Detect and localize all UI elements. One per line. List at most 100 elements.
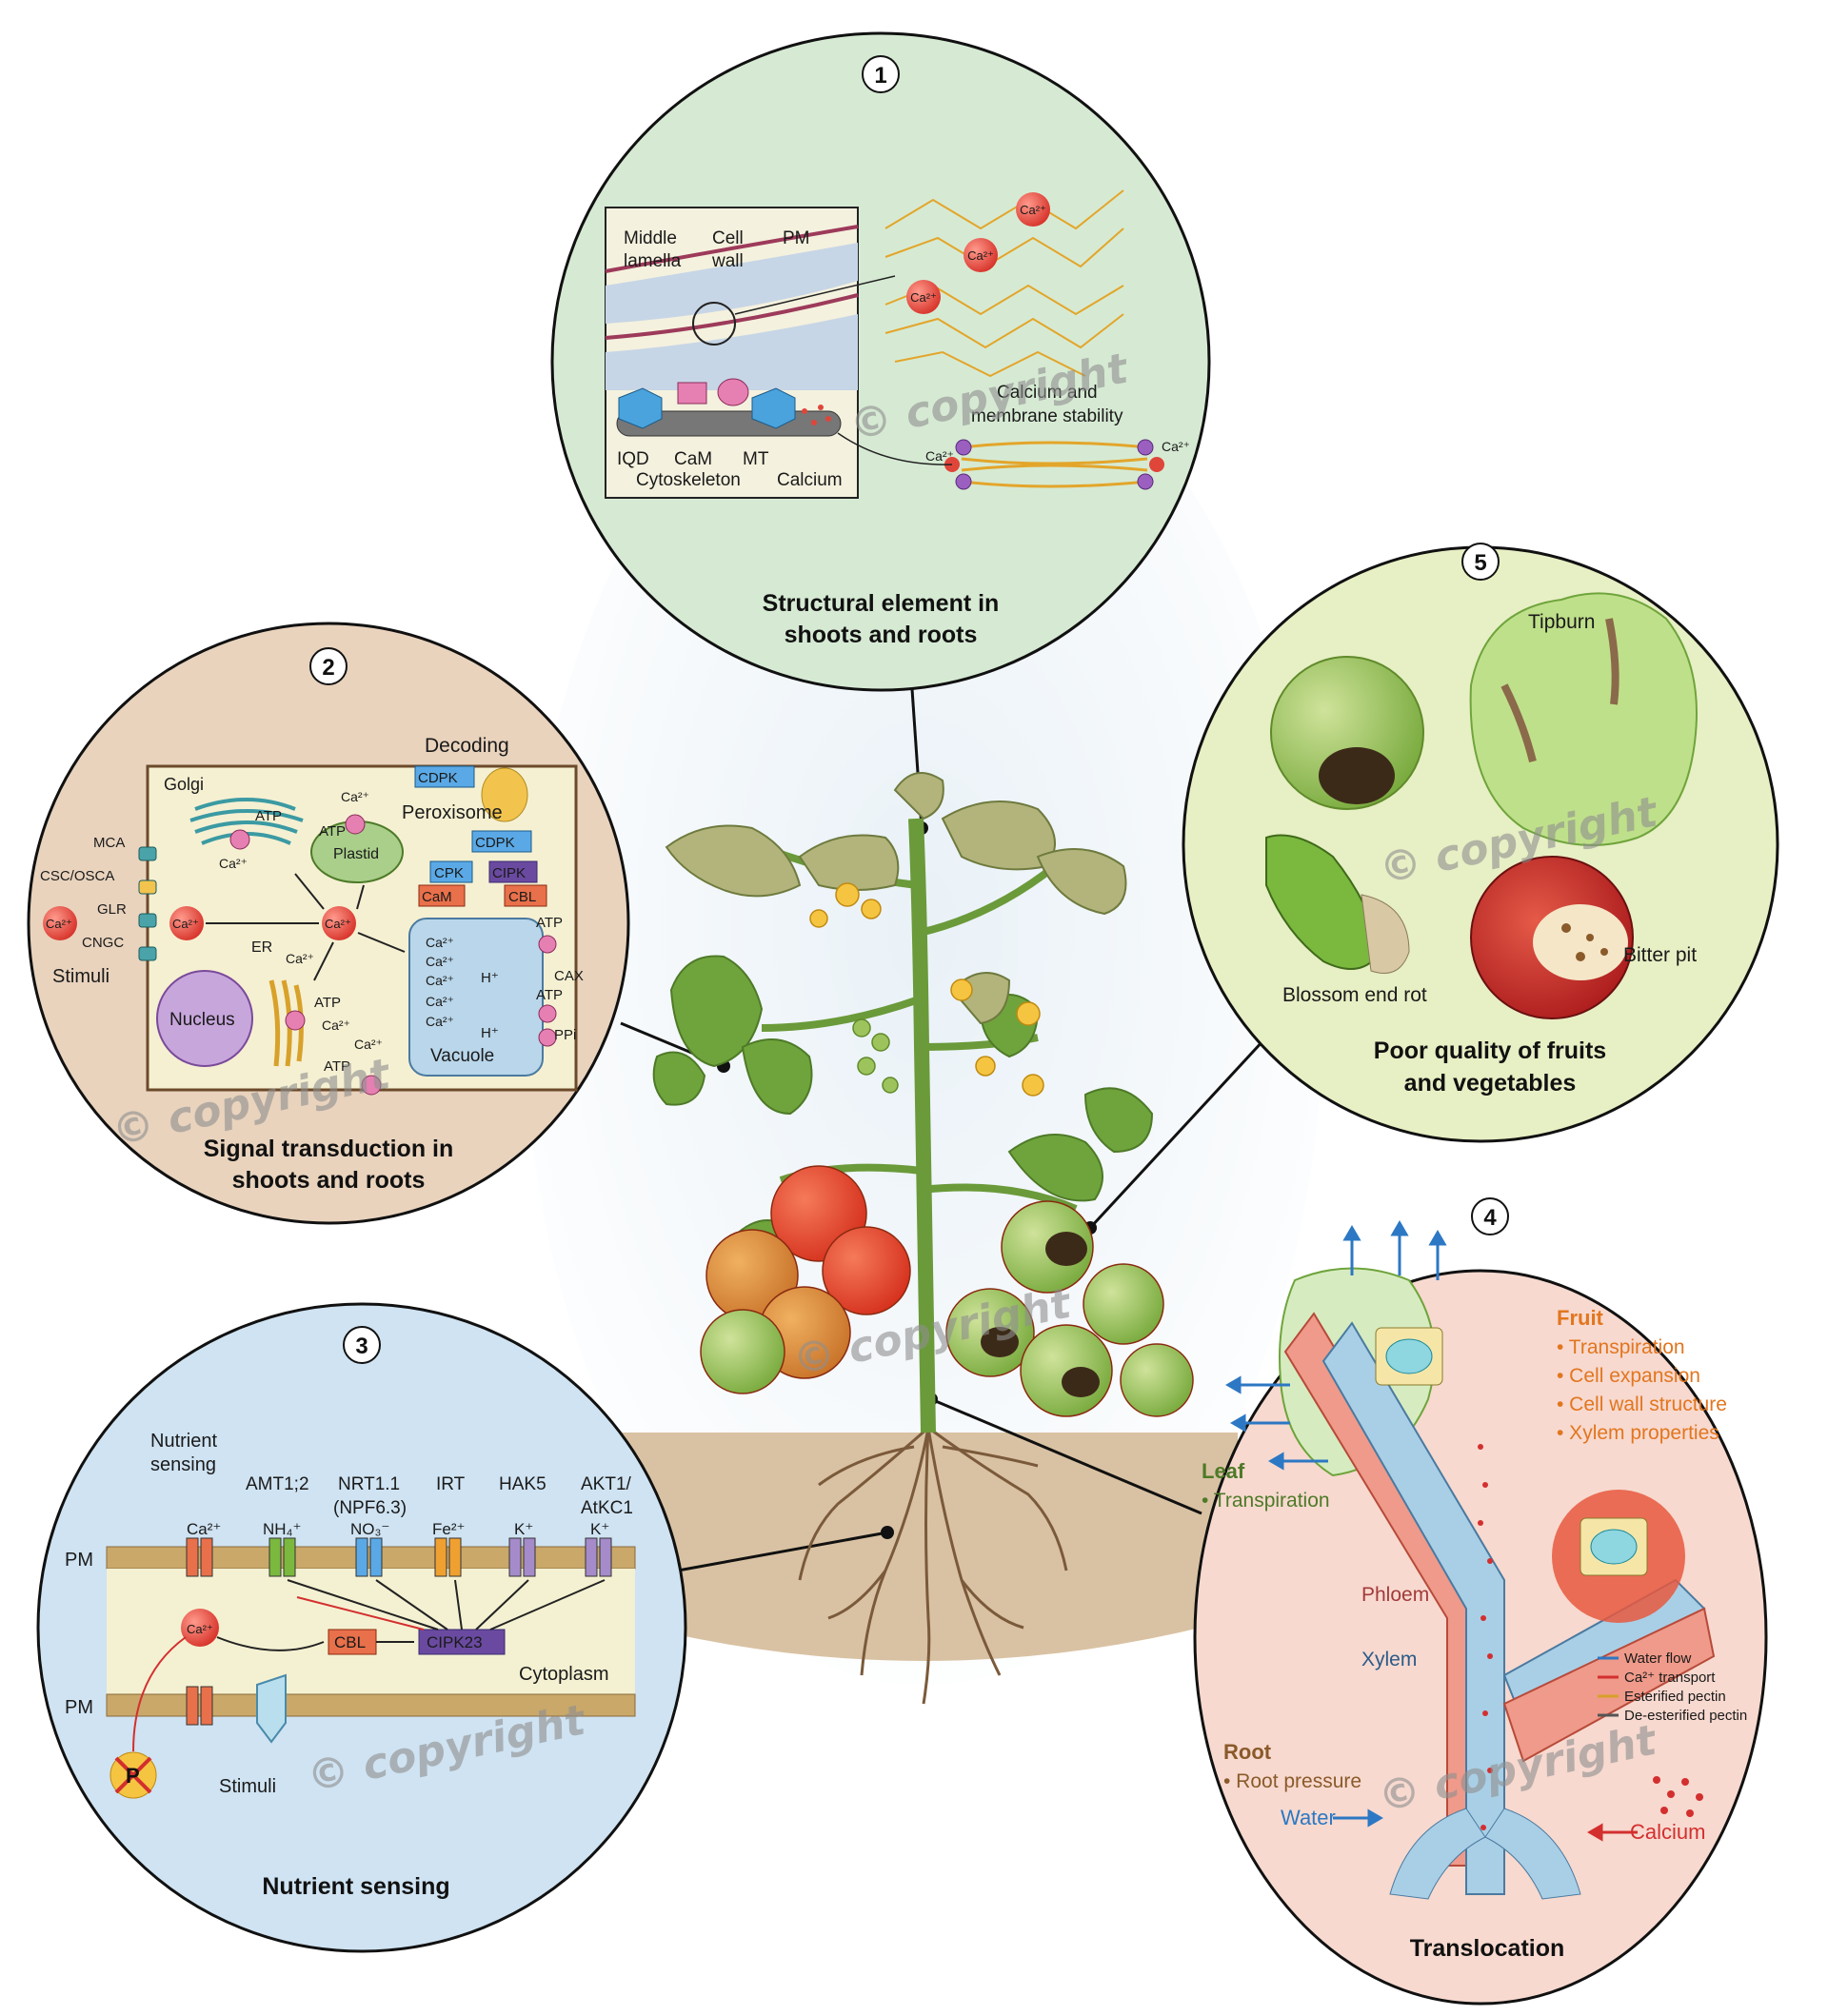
- label-cpk: CPK: [434, 865, 464, 881]
- label-ca: Ca²⁺: [426, 1014, 454, 1029]
- label-atp: ATP: [536, 987, 563, 1003]
- label-membrane_stability: membrane stability: [971, 406, 1123, 426]
- label-r1: • Root pressure: [1223, 1770, 1361, 1792]
- label-npf: (NPF6.3): [333, 1498, 407, 1518]
- label-ca: Ca²⁺: [354, 1037, 383, 1052]
- label-atp: ATP: [255, 808, 282, 824]
- label-ca: Ca²⁺: [1020, 203, 1046, 217]
- label-mt: MT: [743, 449, 769, 469]
- label-leg4: De-esterified pectin: [1624, 1708, 1747, 1724]
- label-blossom: Blossom end rot: [1282, 984, 1427, 1006]
- label-f1: • Transpiration: [1557, 1336, 1685, 1358]
- label-atp: ATP: [536, 915, 563, 931]
- label-ca: Ca²⁺: [46, 917, 72, 931]
- tomato-plant: [652, 772, 1194, 1705]
- label-bitter: Bitter pit: [1623, 944, 1697, 966]
- label-cax: CAX: [554, 968, 584, 984]
- label-f4: • Xylem properties: [1557, 1422, 1719, 1444]
- label-l1: • Transpiration: [1202, 1490, 1330, 1512]
- panel-3-number: 3: [355, 1334, 368, 1359]
- label-k: K⁺: [514, 1520, 533, 1538]
- panel-2-number: 2: [322, 655, 334, 681]
- label-ca: Ca²⁺: [1162, 439, 1190, 454]
- label-p: P: [126, 1764, 140, 1788]
- label-cell: Cell: [712, 228, 744, 248]
- label-xylem: Xylem: [1361, 1649, 1417, 1670]
- label-golgi: Golgi: [164, 775, 204, 794]
- label-cipk: CIPK: [492, 865, 526, 881]
- label-nutrient: Nutrient: [150, 1431, 217, 1452]
- label-cytoskeleton: Cytoskeleton: [636, 470, 741, 490]
- label-irt: IRT: [436, 1474, 466, 1494]
- label-k: K⁺: [590, 1520, 609, 1538]
- label-cam: CaM: [674, 449, 712, 469]
- legend: Water flow Ca²⁺ transport Esterified pec…: [1598, 1650, 1747, 1724]
- pectin-network: [884, 189, 1124, 378]
- label-ca: Ca²⁺: [925, 448, 954, 464]
- label-ca: Ca²⁺: [325, 917, 351, 931]
- label-cipk23: CIPK23: [427, 1633, 483, 1651]
- panel-1-subtitle: shoots and roots: [785, 622, 978, 648]
- label-cdpk: CDPK: [475, 835, 515, 851]
- label-h: H⁺: [481, 1025, 499, 1041]
- label-nh4: NH₄⁺: [263, 1520, 301, 1538]
- panel-5: 5 Tipburn Blossom end rot Bitter pit Poo…: [1182, 543, 1779, 1143]
- label-fruit: Fruit: [1557, 1306, 1604, 1330]
- roots: [798, 1426, 1068, 1705]
- label-middle: Middle: [624, 228, 677, 248]
- label-peroxisome: Peroxisome: [402, 802, 503, 823]
- label-atp: ATP: [319, 823, 346, 840]
- label-leg2: Ca²⁺ transport: [1624, 1670, 1716, 1686]
- label-akt1: AKT1/: [581, 1474, 632, 1494]
- label-cam: CaM: [422, 889, 452, 905]
- panel-5-subtitle: and vegetables: [1404, 1070, 1577, 1097]
- label-ca: Ca²⁺: [426, 973, 454, 988]
- label-atp: ATP: [324, 1058, 350, 1075]
- panel-3-title: Nutrient sensing: [262, 1873, 449, 1900]
- label-lamella: lamella: [624, 251, 682, 271]
- label-decoding: Decoding: [425, 735, 509, 757]
- label-fe: Fe²⁺: [432, 1520, 465, 1538]
- label-calcium: Calcium: [777, 470, 843, 490]
- label-atp: ATP: [314, 995, 341, 1011]
- label-ca: Ca²⁺: [426, 935, 454, 950]
- label-water: Water: [1281, 1806, 1336, 1829]
- panel-2-subtitle: shoots and roots: [232, 1167, 426, 1194]
- label-atkc1: AtKC1: [581, 1498, 633, 1518]
- label-ca: Ca²⁺: [426, 954, 454, 969]
- label-cngc: CNGC: [82, 935, 124, 951]
- label-ppi: PPi: [554, 1027, 576, 1043]
- label-calcium_and: Calcium and: [997, 383, 1098, 403]
- label-ca: Ca²⁺: [341, 789, 369, 804]
- label-leaf: Leaf: [1202, 1459, 1245, 1483]
- panel-4-number: 4: [1483, 1205, 1497, 1231]
- panel-1: 1 Ca²⁺ Ca²⁺ Ca²⁺: [550, 31, 1211, 692]
- label-nucleus: Nucleus: [169, 1010, 235, 1030]
- panel-1-number: 1: [874, 63, 886, 89]
- label-ca: Ca²⁺: [967, 248, 994, 263]
- label-phloem: Phloem: [1361, 1584, 1429, 1606]
- label-mca: MCA: [93, 835, 125, 851]
- label-calcium: Calcium: [1630, 1820, 1705, 1844]
- soil: [609, 1433, 1238, 1661]
- panel-4: 4: [1193, 1197, 1768, 2006]
- panel-2-title: Signal transduction in: [204, 1136, 454, 1162]
- label-sensing: sensing: [150, 1454, 216, 1475]
- panel-1-title: Structural element in: [763, 590, 1000, 617]
- label-f3: • Cell wall structure: [1557, 1393, 1727, 1415]
- label-tipburn: Tipburn: [1528, 611, 1595, 633]
- label-ca: Ca²⁺: [219, 856, 248, 871]
- membrane-bilayer: [944, 439, 1164, 490]
- label-leg1: Water flow: [1624, 1650, 1691, 1667]
- label-ca: Ca²⁺: [172, 917, 199, 931]
- panel-2: 2: [27, 622, 630, 1225]
- label-cbl: CBL: [508, 889, 536, 905]
- label-ca: Ca²⁺: [187, 1520, 221, 1538]
- label-hak5: HAK5: [499, 1474, 546, 1494]
- label-amt: AMT1;2: [246, 1474, 309, 1494]
- label-root: Root: [1223, 1740, 1272, 1764]
- panel-5-number: 5: [1474, 550, 1486, 576]
- label-glr: GLR: [97, 901, 127, 918]
- label-plastid: Plastid: [333, 846, 379, 862]
- label-nrt: NRT1.1: [338, 1474, 400, 1494]
